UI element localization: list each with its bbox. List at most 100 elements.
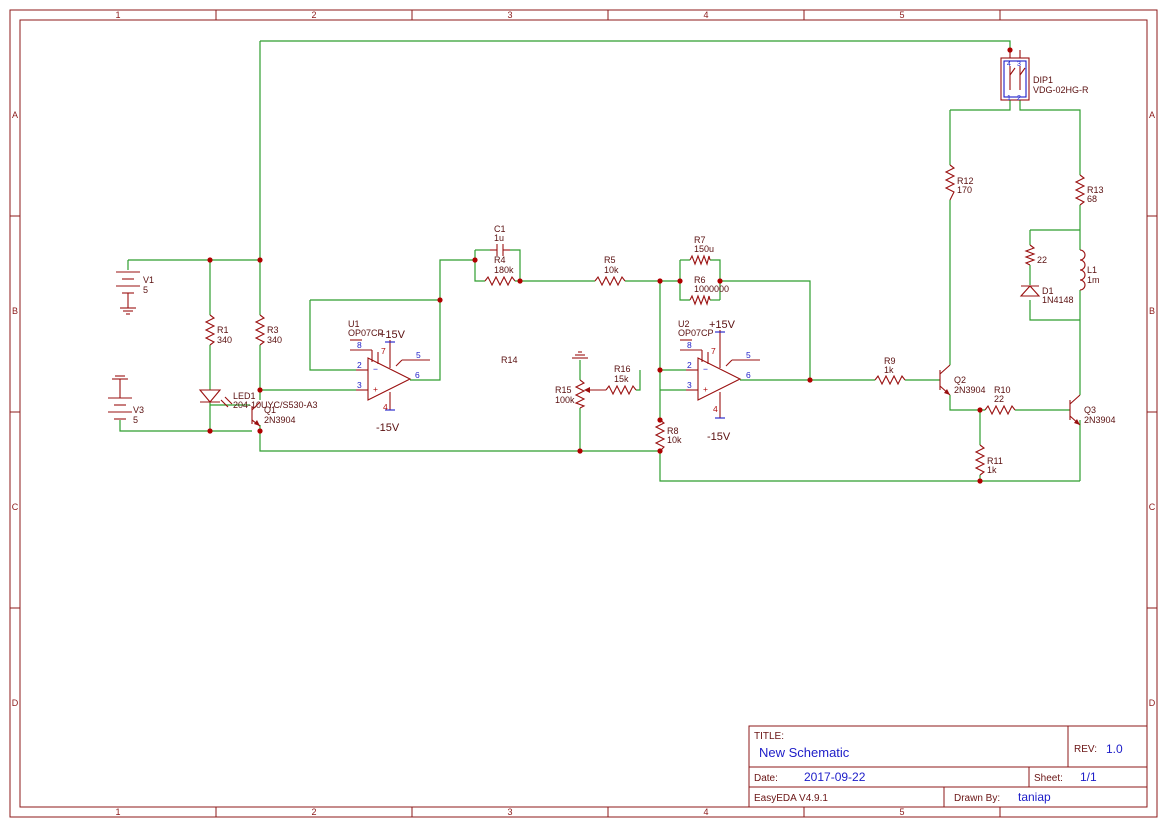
col-label-4-bottom: 4 bbox=[703, 807, 708, 817]
resistor-r8: R8 10k bbox=[654, 419, 682, 452]
r16-ref: R16 bbox=[614, 364, 631, 374]
q3-ref: Q3 bbox=[1084, 405, 1096, 415]
resistor-r13: R13 68 bbox=[1074, 174, 1104, 206]
dip1-pin-3: 3 bbox=[1017, 61, 1021, 68]
r15-value: 100k bbox=[555, 395, 575, 405]
r9-value: 1k bbox=[884, 365, 894, 375]
resistor-r11: R11 1k bbox=[974, 444, 1003, 476]
row-label-d-left: D bbox=[12, 698, 19, 708]
diode-d1: D1 1N4148 bbox=[1019, 285, 1074, 305]
u2-vplus: +15V bbox=[709, 319, 736, 331]
q1-ref: Q1 bbox=[264, 405, 276, 415]
u1-vminus: -15V bbox=[376, 422, 400, 434]
u2-pin-7: 7 bbox=[711, 346, 716, 356]
rev-value: 1.0 bbox=[1106, 742, 1123, 756]
r4-value: 180k bbox=[494, 265, 514, 275]
title-block: TITLE: New Schematic REV: 1.0 Date: 2017… bbox=[748, 725, 1148, 808]
svg-text:+: + bbox=[703, 384, 708, 394]
led1-value: 204-10UYC/S530-A3 bbox=[233, 400, 318, 410]
dip1-value: VDG-02HG-R bbox=[1033, 85, 1089, 95]
u1-value: OP07CP bbox=[348, 328, 384, 338]
resistor-r3: R3 340 bbox=[254, 314, 282, 346]
col-label-5-top: 5 bbox=[899, 10, 904, 20]
r14-ref: R14 bbox=[501, 355, 518, 365]
r7-value: 150u bbox=[694, 244, 714, 254]
drawing-frame: 1 2 3 4 5 1 2 3 4 5 A B C D A B C D bbox=[9, 9, 1158, 818]
v1-value: 5 bbox=[143, 285, 148, 295]
u2-pin-4: 4 bbox=[713, 404, 718, 414]
r6-value: 1000000 bbox=[694, 284, 729, 294]
battery-v3: V3 5 bbox=[108, 375, 144, 425]
u2-ref: U2 bbox=[678, 319, 690, 329]
potentiometer-r15: R15 100k bbox=[555, 351, 606, 409]
svg-text:+: + bbox=[373, 384, 378, 394]
resistor-r6: R6 1000000 bbox=[689, 275, 729, 306]
r13-value: 68 bbox=[1087, 194, 1097, 204]
r10-value: 22 bbox=[994, 394, 1004, 404]
u1-pin-3: 3 bbox=[357, 380, 362, 390]
row-label-c-left: C bbox=[12, 502, 19, 512]
v3-ref: V3 bbox=[133, 405, 144, 415]
date-label: Date: bbox=[754, 773, 778, 784]
resistor-r7: R7 150u bbox=[689, 235, 714, 266]
col-label-5-bottom: 5 bbox=[899, 807, 904, 817]
r13-ref: R13 bbox=[1087, 185, 1104, 195]
date-value: 2017-09-22 bbox=[804, 770, 866, 784]
drawn-by-label: Drawn By: bbox=[954, 793, 1000, 804]
u1-pin-2: 2 bbox=[357, 360, 362, 370]
r9-ref: R9 bbox=[884, 356, 896, 366]
u1-pin-7: 7 bbox=[381, 346, 386, 356]
resistor-r16: R16 15k bbox=[605, 364, 637, 396]
r4-ref: R4 bbox=[494, 255, 506, 265]
resistor-r12: R12 170 bbox=[944, 164, 974, 201]
d1-ref: D1 bbox=[1042, 286, 1054, 296]
col-label-4-top: 4 bbox=[703, 10, 708, 20]
r7-ref: R7 bbox=[694, 235, 706, 245]
sheet-value: 1/1 bbox=[1080, 770, 1097, 784]
u2-pin-8: 8 bbox=[687, 340, 692, 350]
svg-text:−: − bbox=[373, 364, 378, 374]
u1-ref: U1 bbox=[348, 319, 360, 329]
col-label-1-top: 1 bbox=[115, 10, 120, 20]
v3-value: 5 bbox=[133, 415, 138, 425]
dip-switch-dip1: 4 3 1 2 DIP1 VDG-02HG-R bbox=[1000, 50, 1089, 102]
opamp-u2: U2 OP07CP +15V -15V 8 7 2 5 3 6 4 − + bbox=[678, 319, 760, 443]
wires bbox=[119, 40, 1081, 482]
q2-ref: Q2 bbox=[954, 375, 966, 385]
r15-ref: R15 bbox=[555, 385, 572, 395]
inductor-l1: L1 1m bbox=[1079, 249, 1100, 291]
resistor-r4: R4 180k bbox=[484, 255, 516, 287]
col-label-3-top: 3 bbox=[507, 10, 512, 20]
schematic-title: New Schematic bbox=[759, 745, 850, 760]
u1-pin-4: 4 bbox=[383, 402, 388, 412]
r8-value: 10k bbox=[667, 435, 682, 445]
u1-pin-8: 8 bbox=[357, 340, 362, 350]
u2-pin-3: 3 bbox=[687, 380, 692, 390]
r6-ref: R6 bbox=[694, 275, 706, 285]
r8-ref: R8 bbox=[667, 426, 679, 436]
r3-value: 340 bbox=[267, 335, 282, 345]
rev-label: REV: bbox=[1074, 744, 1097, 755]
row-label-c-right: C bbox=[1149, 502, 1156, 512]
title-label: TITLE: bbox=[754, 731, 784, 742]
q3-value: 2N3904 bbox=[1084, 415, 1116, 425]
r5-ref: R5 bbox=[604, 255, 616, 265]
led1-ref: LED1 bbox=[233, 391, 256, 401]
row-label-a-right: A bbox=[1149, 110, 1155, 120]
led-led1: LED1 204-10UYC/S530-A3 bbox=[198, 389, 318, 410]
col-label-3-bottom: 3 bbox=[507, 807, 512, 817]
drawn-by-value: taniap bbox=[1018, 790, 1051, 804]
col-label-1-bottom: 1 bbox=[115, 807, 120, 817]
resistor-r10: R10 22 bbox=[984, 385, 1016, 416]
r16-value: 15k bbox=[614, 374, 629, 384]
col-label-2-bottom: 2 bbox=[311, 807, 316, 817]
r-22-value: 22 bbox=[1037, 255, 1047, 265]
u1-pin-5: 5 bbox=[416, 350, 421, 360]
c1-ref: C1 bbox=[494, 224, 506, 234]
dip1-pin-1: 1 bbox=[1007, 95, 1011, 102]
r12-value: 170 bbox=[957, 185, 972, 195]
r11-value: 1k bbox=[987, 465, 997, 475]
opamp-u1: U1 OP07CP +15V -15V 8 7 2 5 3 6 4 − + bbox=[348, 319, 430, 434]
r3-ref: R3 bbox=[267, 325, 279, 335]
